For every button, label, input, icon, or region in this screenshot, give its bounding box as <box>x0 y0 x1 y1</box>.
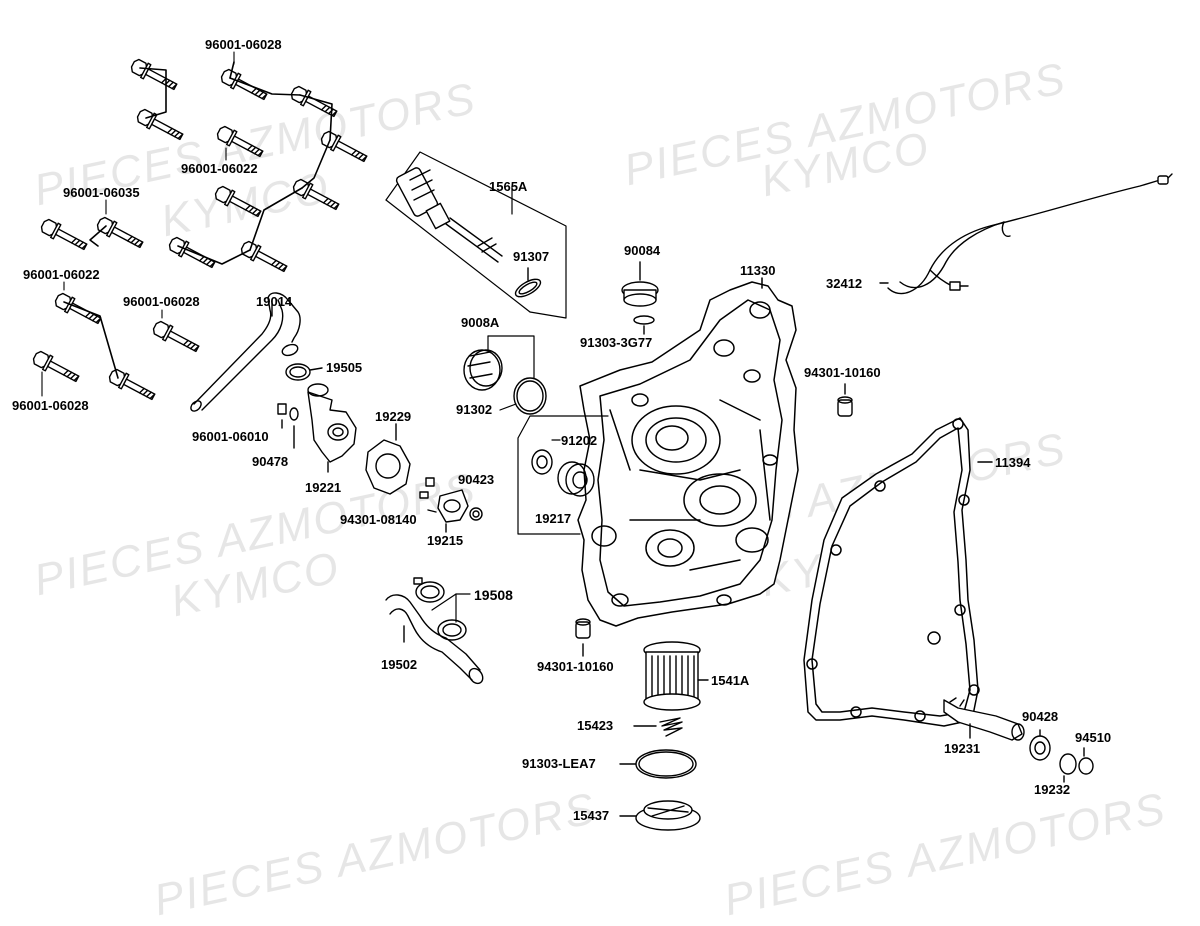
dipstick-icon <box>395 167 503 263</box>
bolt-icon <box>214 123 266 162</box>
filter-cap-icon <box>619 800 701 831</box>
dowel-pin-icon <box>575 618 591 657</box>
part-label: 91303-3G77 <box>580 335 653 350</box>
shaft-icon <box>943 697 1025 741</box>
circlip-icon <box>1059 747 1094 783</box>
part-label: 96001-06022 <box>181 161 258 176</box>
bolt-group-lines <box>63 61 333 379</box>
part-label: 19508 <box>474 587 513 603</box>
part-label: 15437 <box>573 808 610 823</box>
part-label: 1565A <box>489 179 528 194</box>
cover-gasket-icon <box>803 417 993 727</box>
part-label: 91303-LEA7 <box>522 756 596 771</box>
part-label: 94301-10160 <box>804 365 881 380</box>
part-label: 94301-08140 <box>340 512 417 527</box>
part-label: 19215 <box>427 533 464 548</box>
hose-clamp-icon <box>285 363 323 381</box>
part-label: 19505 <box>326 360 363 375</box>
bracket-lines <box>517 415 609 535</box>
part-label: 90423 <box>458 472 495 487</box>
bracket-lines <box>487 335 535 411</box>
gasket-icon <box>365 423 411 495</box>
bolt-icon <box>30 348 82 387</box>
part-label: 11394 <box>995 455 1031 470</box>
hose-clamp-icon <box>413 577 445 603</box>
bracket-lines <box>431 593 471 623</box>
water-hose-icon <box>190 292 301 412</box>
bolt-icon <box>94 214 146 253</box>
part-label: 94510 <box>1075 730 1112 745</box>
crankcase-cover-icon <box>577 277 799 627</box>
part-label: 90428 <box>1022 709 1059 724</box>
bolt-icon <box>38 216 90 255</box>
oring-icon <box>619 749 697 779</box>
water-outlet-icon <box>419 477 483 533</box>
part-label: 1541A <box>711 673 750 688</box>
bolt-icon <box>106 366 158 405</box>
part-label: 15423 <box>577 718 614 733</box>
part-label: 94301-10160 <box>537 659 614 674</box>
part-label: 91307 <box>513 249 550 264</box>
plug-icon <box>463 349 503 391</box>
dipstick-bracket <box>385 151 567 319</box>
bolt-icon <box>290 176 342 215</box>
exploded-parts-diagram <box>30 51 1173 831</box>
bolt-icon <box>150 318 202 357</box>
oil-seal-icon <box>531 449 553 475</box>
part-label: 19217 <box>535 511 572 526</box>
part-label: 96001-06010 <box>192 429 269 444</box>
part-label: 9008A <box>461 315 500 330</box>
wire-harness-icon <box>879 173 1173 295</box>
part-label: 90478 <box>252 454 289 469</box>
washer-icon <box>1029 729 1051 761</box>
bolt-icon <box>128 56 180 95</box>
bolt-icon <box>166 234 218 273</box>
oring-icon <box>513 377 547 415</box>
part-label: 11330 <box>740 263 776 278</box>
oring-icon <box>514 267 542 298</box>
bolt-icon <box>52 290 104 329</box>
oil-filter-icon <box>643 641 709 711</box>
small-bolt-icon <box>277 403 299 449</box>
part-label: 90084 <box>624 243 661 258</box>
part-label: 19232 <box>1034 782 1071 797</box>
part-label: 19502 <box>381 657 418 672</box>
bolt-icon <box>212 183 264 222</box>
part-label: 32412 <box>826 276 863 291</box>
part-label: 96001-06028 <box>123 294 200 309</box>
part-label: 91202 <box>561 433 598 448</box>
leader-lines <box>41 51 235 397</box>
part-label: 19221 <box>305 480 342 495</box>
part-label: 19231 <box>944 741 981 756</box>
hose-clamp-icon <box>437 619 467 641</box>
bearing-icon <box>557 461 595 497</box>
part-label: 19014 <box>256 294 293 309</box>
bolt-icon <box>134 106 186 145</box>
filler-cap-icon <box>621 261 659 307</box>
spring-icon <box>633 717 683 737</box>
part-label: 96001-06028 <box>12 398 89 413</box>
part-label: 96001-06035 <box>63 185 140 200</box>
dowel-pin-icon <box>837 383 853 417</box>
water-hose-icon <box>385 594 484 685</box>
oring-icon <box>633 315 655 335</box>
water-pump-elbow-icon <box>307 383 357 473</box>
bolt-icon <box>218 66 270 105</box>
part-label: 91302 <box>456 402 493 417</box>
part-label: 96001-06028 <box>205 37 282 52</box>
part-label: 19229 <box>375 409 412 424</box>
part-label: 96001-06022 <box>23 267 100 282</box>
bolt-icon <box>238 238 290 277</box>
